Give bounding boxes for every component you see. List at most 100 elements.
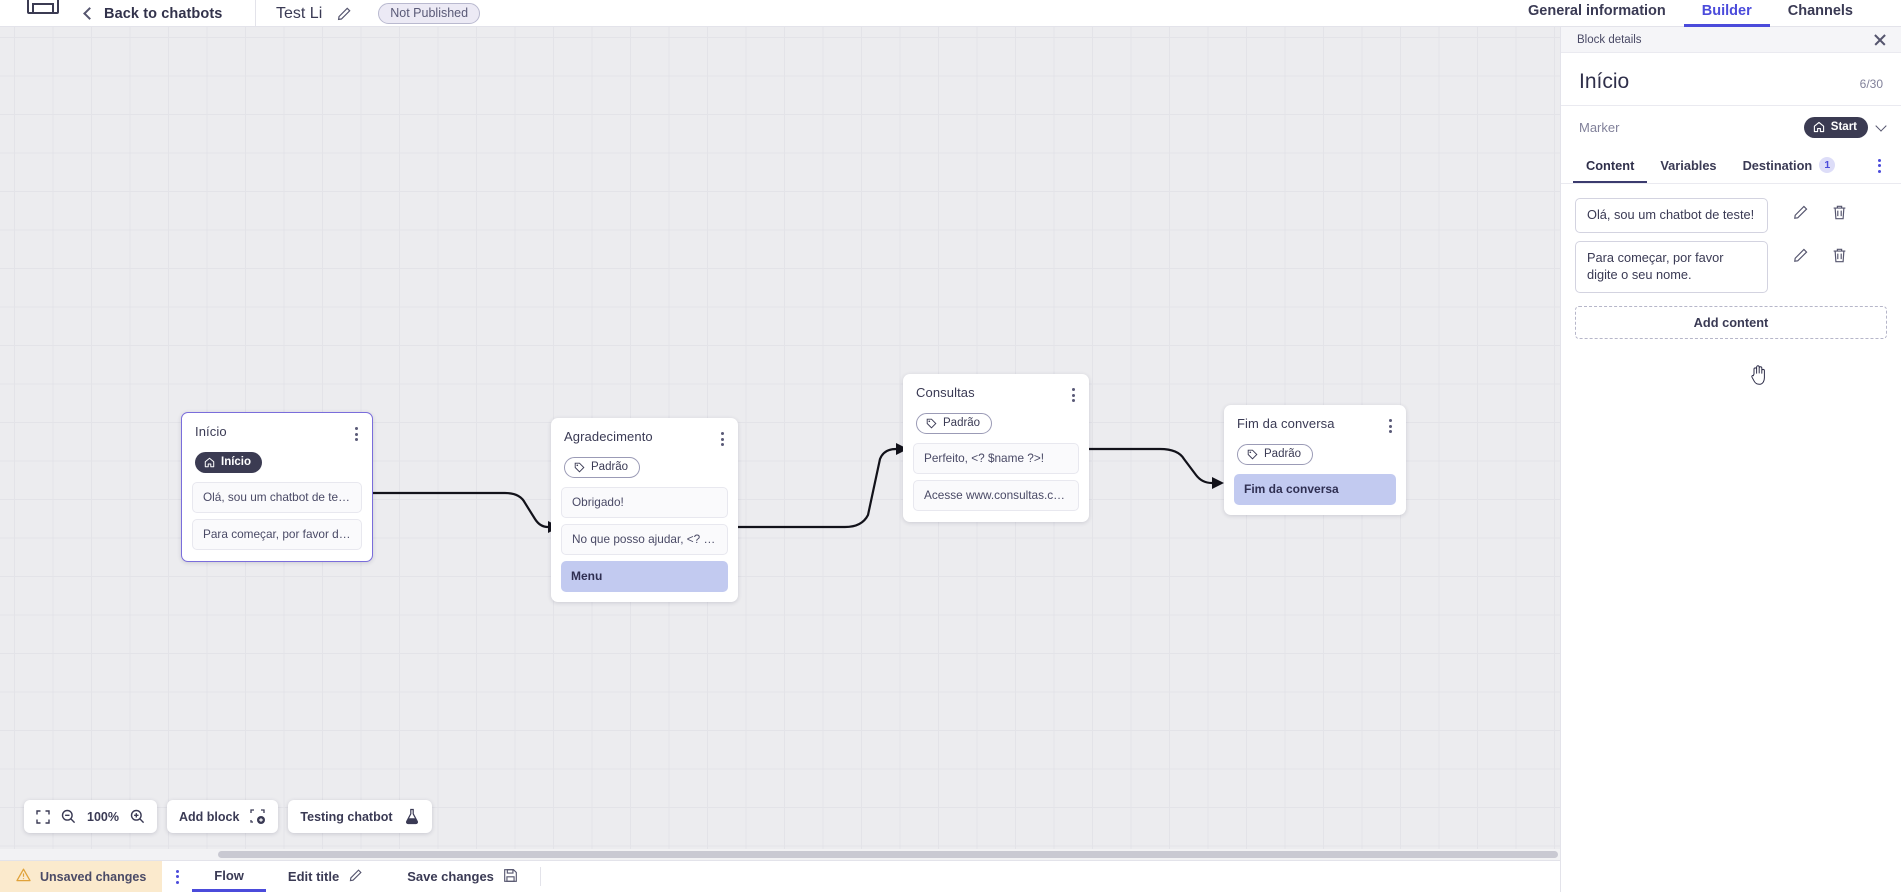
- scrollbar-thumb[interactable]: [218, 851, 1558, 858]
- canvas-horizontal-scrollbar[interactable]: [0, 849, 1560, 860]
- block-start-badge: Início: [195, 452, 263, 473]
- block-message-row[interactable]: Acesse www.consultas.com par...: [913, 480, 1079, 511]
- panel-tab-content[interactable]: Content: [1573, 149, 1648, 183]
- block-kebab-menu-icon[interactable]: [1070, 385, 1077, 405]
- block-title: Consultas: [916, 385, 975, 400]
- zoom-in-icon[interactable]: [130, 809, 145, 824]
- block-header: Consultas: [903, 374, 1089, 405]
- save-changes-button[interactable]: Save changes: [385, 861, 540, 892]
- block-header: Fim da conversa: [1224, 405, 1406, 436]
- top-divider: [255, 0, 256, 27]
- content-item-actions: [1768, 198, 1848, 226]
- pencil-icon: [348, 868, 363, 886]
- block-header: Início: [182, 413, 372, 444]
- panel-tabs-list: Content Variables Destination 1: [1573, 148, 1848, 183]
- content-text-field[interactable]: Para começar, por favor digite o seu nom…: [1575, 241, 1768, 294]
- content-item: Para começar, por favor digite o seu nom…: [1575, 241, 1887, 294]
- flow-canvas[interactable]: Início Início Olá, sou um chatbot de tes…: [0, 27, 1560, 860]
- add-content-button[interactable]: Add content: [1575, 306, 1887, 340]
- fit-to-screen-icon[interactable]: [36, 809, 50, 824]
- block-message-row[interactable]: Para começar, por favor digite o ...: [192, 519, 362, 550]
- back-to-chatbots-label: Back to chatbots: [104, 5, 223, 22]
- tag-icon: [574, 462, 585, 472]
- tab-general-information[interactable]: General information: [1528, 3, 1666, 19]
- panel-header: Block details: [1561, 27, 1901, 53]
- flow-block-consultas[interactable]: Consultas Padrão Perfeito, <? $name ?>! …: [903, 374, 1089, 522]
- flow-block-fim-da-conversa[interactable]: Fim da conversa Padrão Fim da conversa: [1224, 405, 1406, 515]
- chevron-down-icon[interactable]: [1875, 119, 1887, 132]
- zoom-controls: 100%: [24, 800, 157, 833]
- block-message-row[interactable]: No que posso ajudar, <? $name ...: [561, 524, 728, 555]
- bot-title: Test Li: [276, 4, 323, 22]
- tab-builder[interactable]: Builder: [1683, 3, 1770, 27]
- block-details-panel: Block details Início 6/30 Marker Start C…: [1560, 27, 1901, 892]
- block-badge-row: Padrão: [551, 449, 738, 487]
- marker-label: Marker: [1579, 120, 1620, 135]
- block-title: Agradecimento: [564, 429, 653, 444]
- content-text-field[interactable]: Olá, sou um chatbot de teste!: [1575, 198, 1768, 234]
- marker-value: Start: [1830, 121, 1857, 133]
- close-icon[interactable]: [1873, 33, 1887, 47]
- bottom-bar: Unsaved changes Flow Edit title Save cha…: [0, 860, 1560, 892]
- block-message-row[interactable]: Olá, sou um chatbot de teste!: [192, 482, 362, 513]
- block-kebab-menu-icon[interactable]: [719, 429, 726, 449]
- block-badge-label: Padrão: [1264, 448, 1302, 460]
- flow-block-agradecimento[interactable]: Agradecimento Padrão Obrigado! No que po…: [551, 418, 738, 602]
- block-message-row[interactable]: Obrigado!: [561, 487, 728, 518]
- unsaved-changes-status: Unsaved changes: [0, 861, 163, 892]
- chevron-left-icon: [83, 7, 96, 20]
- app-logo-icon[interactable]: [27, 0, 59, 14]
- content-item-actions: [1768, 241, 1848, 269]
- block-badge-label: Padrão: [591, 461, 629, 473]
- add-block-icon: [250, 808, 266, 825]
- panel-tab-variables[interactable]: Variables: [1647, 149, 1729, 183]
- tab-channels[interactable]: Channels: [1787, 3, 1853, 19]
- block-title: Fim da conversa: [1237, 416, 1335, 431]
- edit-title-label: Edit title: [287, 869, 340, 884]
- marker-row: Marker Start: [1561, 106, 1901, 148]
- block-destination-row[interactable]: Fim da conversa: [1234, 474, 1396, 505]
- canvas-toolbar: 100% Add block Testing chatbot: [24, 800, 432, 833]
- trash-icon[interactable]: [1831, 204, 1848, 226]
- trash-icon[interactable]: [1831, 247, 1848, 269]
- panel-tabs: Content Variables Destination 1: [1561, 148, 1901, 184]
- marker-select[interactable]: Start: [1803, 117, 1887, 138]
- block-badge-row: Padrão: [1224, 436, 1406, 474]
- home-icon: [1813, 121, 1824, 133]
- zoom-out-icon[interactable]: [61, 809, 76, 824]
- block-destination-row[interactable]: Menu: [561, 561, 728, 592]
- block-message-row[interactable]: Perfeito, <? $name ?>!: [913, 443, 1079, 474]
- panel-tab-destination[interactable]: Destination 1: [1730, 148, 1849, 183]
- unsaved-changes-label: Unsaved changes: [40, 869, 147, 884]
- panel-tab-badge: 1: [1819, 157, 1836, 173]
- pencil-icon[interactable]: [336, 6, 352, 22]
- pencil-icon[interactable]: [1792, 247, 1809, 269]
- block-badge-row: Início: [182, 444, 372, 482]
- block-default-badge: Padrão: [1237, 444, 1314, 465]
- testing-chatbot-button[interactable]: Testing chatbot: [288, 800, 432, 833]
- back-to-chatbots-button[interactable]: Back to chatbots: [83, 0, 223, 27]
- testing-chatbot-label: Testing chatbot: [300, 809, 393, 824]
- zoom-level-label: 100%: [87, 809, 119, 824]
- panel-tab-label: Destination: [1742, 157, 1813, 173]
- block-badge-label: Início: [221, 456, 252, 468]
- block-badge-row: Padrão: [903, 405, 1089, 443]
- edit-title-button[interactable]: Edit title: [266, 861, 385, 892]
- panel-kebab-menu-icon[interactable]: [1868, 151, 1891, 181]
- pencil-icon[interactable]: [1792, 204, 1809, 226]
- main-tabs: General information Builder Channels: [1510, 0, 1901, 27]
- add-block-button[interactable]: Add block: [166, 800, 279, 833]
- bot-title-group: Test Li Not Published: [276, 0, 481, 27]
- block-kebab-menu-icon[interactable]: [1387, 416, 1394, 436]
- home-icon: [204, 457, 215, 467]
- bottom-kebab-menu-icon[interactable]: [162, 861, 192, 892]
- panel-content-list: Olá, sou um chatbot de teste! Para começ…: [1561, 184, 1901, 385]
- block-header: Agradecimento: [551, 418, 738, 449]
- save-changes-label: Save changes: [407, 869, 494, 884]
- bottom-tab-flow[interactable]: Flow: [192, 861, 266, 892]
- flow-block-inicio[interactable]: Início Início Olá, sou um chatbot de tes…: [181, 412, 373, 562]
- block-kebab-menu-icon[interactable]: [353, 424, 360, 444]
- tag-icon: [1247, 449, 1258, 459]
- content-item: Olá, sou um chatbot de teste!: [1575, 198, 1887, 234]
- block-default-badge: Padrão: [564, 457, 641, 478]
